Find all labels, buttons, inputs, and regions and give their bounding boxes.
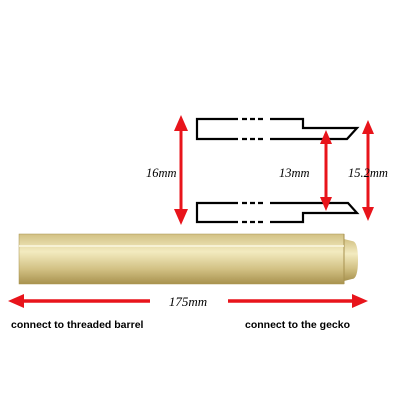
left-end-label: connect to threaded barrel bbox=[11, 319, 144, 331]
inner-13mm-label: 13mm bbox=[279, 166, 310, 180]
inner-13mm-arrow bbox=[320, 130, 332, 211]
right-end-label: connect to the gecko bbox=[245, 319, 350, 331]
outer-15.2mm-label: 15.2mm bbox=[348, 166, 388, 180]
length-right-arrow bbox=[228, 294, 368, 308]
height-16mm-arrow bbox=[174, 115, 188, 225]
length-175mm-label: 175mm bbox=[169, 294, 207, 309]
top-profile-outline bbox=[195, 117, 360, 141]
bottom-profile-outline bbox=[195, 201, 360, 224]
length-left-arrow bbox=[8, 294, 150, 308]
height-16mm-label: 16mm bbox=[146, 166, 177, 180]
outer-15.2mm-arrow bbox=[362, 120, 374, 221]
brass-tube bbox=[18, 233, 358, 285]
